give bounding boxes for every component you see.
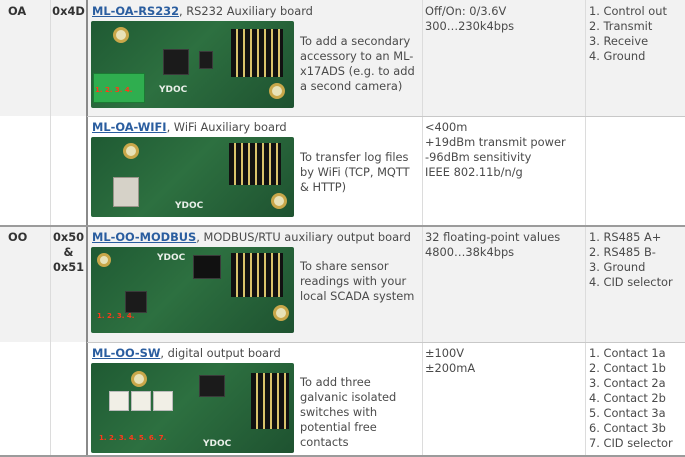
pin-item: 1. RS485 A+ — [589, 230, 662, 244]
column-divider — [50, 0, 51, 457]
mounting-hole — [271, 193, 287, 209]
row-divider — [87, 116, 685, 117]
pin-item: 3. Contact 2a — [589, 376, 666, 390]
pin-item: 4. Ground — [589, 49, 646, 63]
brand-text: YDOC — [175, 201, 204, 211]
spec-line: -96dBm sensitivity — [425, 150, 532, 164]
board-link[interactable]: ML-OO-MODBUS — [92, 230, 197, 244]
spec-list: ±100V ±200mA — [425, 346, 585, 376]
spec-line: IEEE 802.11b/n/g — [425, 165, 523, 179]
brand-text: YDOC — [203, 439, 232, 449]
spec-line: 300…230k4bps — [425, 19, 515, 33]
row-divider — [87, 342, 685, 343]
chip — [125, 291, 147, 313]
mounting-hole — [273, 305, 289, 321]
pin-list: 1. Contact 1a 2. Contact 1b 3. Contact 2… — [589, 346, 685, 451]
spec-line: +19dBm transmit power — [425, 135, 566, 149]
chip — [199, 51, 213, 69]
spec-list: <400m +19dBm transmit power -96dBm sensi… — [425, 120, 585, 180]
pin-item: 3. Ground — [589, 260, 646, 274]
mounting-hole — [113, 27, 129, 43]
board-description: To share sensor readings with your local… — [300, 259, 415, 303]
group-divider — [0, 455, 685, 457]
relay — [131, 391, 151, 411]
spec-line: 4800…38k4bps — [425, 245, 515, 259]
pin-item: 2. RS485 B- — [589, 245, 656, 259]
relay — [153, 391, 173, 411]
pin-header — [231, 253, 283, 297]
mounting-hole — [269, 83, 285, 99]
pin-marks: 1. 2. 3. 4. — [95, 86, 133, 94]
pin-item: 3. Receive — [589, 34, 649, 48]
spec-line: <400m — [425, 120, 468, 134]
pin-item: 4. CID selector — [589, 275, 673, 289]
pin-list: 1. Control out 2. Transmit 3. Receive 4.… — [589, 4, 685, 64]
pin-item: 7. CID selector — [589, 436, 673, 450]
board-photo-rs232: 1. 2. 3. 4. YDOC — [91, 21, 294, 108]
board-description: To add three galvanic isolated switches … — [300, 375, 397, 449]
group-code: OO — [8, 230, 28, 244]
wifi-module — [113, 177, 139, 207]
spec-line: ±200mA — [425, 361, 476, 375]
board-link[interactable]: ML-OO-SW — [92, 346, 161, 360]
pin-header — [231, 29, 283, 77]
board-description: To transfer log files by WiFi (TCP, MQTT… — [300, 150, 410, 194]
board-title: ML-OA-WIFI, WiFi Auxiliary board — [92, 120, 287, 135]
pin-item: 6. Contact 3b — [589, 421, 666, 435]
spec-line: ±100V — [425, 346, 465, 360]
board-title: ML-OO-SW, digital output board — [92, 346, 281, 361]
board-link[interactable]: ML-OA-RS232 — [92, 4, 179, 18]
board-description: To add a secondary accessory to an ML-x1… — [300, 34, 415, 93]
column-divider — [422, 0, 423, 457]
board-photo-sw: 1. 2. 3. 4. 5. 6. 7. YDOC — [91, 363, 294, 453]
chip — [163, 49, 189, 75]
pin-item: 1. Control out — [589, 4, 667, 18]
board-subtitle: , WiFi Auxiliary board — [166, 120, 287, 134]
chip — [199, 375, 225, 397]
pin-list: 1. RS485 A+ 2. RS485 B- 3. Ground 4. CID… — [589, 230, 685, 290]
pin-marks: 1. 2. 3. 4. 5. 6. 7. — [99, 434, 167, 442]
board-subtitle: , RS232 Auxiliary board — [179, 4, 313, 18]
board-title: ML-OO-MODBUS, MODBUS/RTU auxiliary outpu… — [92, 230, 411, 245]
pin-header — [229, 143, 281, 185]
spec-list: 32 floating-point values 4800…38k4bps — [425, 230, 585, 260]
mounting-hole — [97, 253, 111, 267]
group-address: 0x4D — [52, 4, 85, 18]
relay — [109, 391, 129, 411]
board-photo-wifi: YDOC — [91, 137, 294, 217]
pin-item: 2. Contact 1b — [589, 361, 666, 375]
board-subtitle: , MODBUS/RTU auxiliary output board — [196, 230, 411, 244]
pin-header — [251, 373, 289, 429]
spec-line: Off/On: 0/3.6V — [425, 4, 507, 18]
board-photo-modbus: 1. 2. 3. 4. YDOC — [91, 247, 294, 333]
pin-marks: 1. 2. 3. 4. — [97, 312, 135, 320]
pin-item: 1. Contact 1a — [589, 346, 666, 360]
chip — [193, 255, 221, 279]
pin-item: 4. Contact 2b — [589, 391, 666, 405]
column-divider — [86, 0, 88, 457]
pin-item: 2. Transmit — [589, 19, 653, 33]
group-address: 0x51 — [52, 260, 85, 274]
board-subtitle: , digital output board — [160, 346, 281, 360]
group-divider — [0, 225, 685, 227]
terminal-block — [93, 73, 145, 103]
brand-text: YDOC — [159, 85, 188, 95]
spec-line: 32 floating-point values — [425, 230, 561, 244]
pin-item: 5. Contact 3a — [589, 406, 666, 420]
mounting-hole — [131, 371, 147, 387]
spec-list: Off/On: 0/3.6V 300…230k4bps — [425, 4, 585, 34]
column-divider — [585, 0, 586, 457]
group-address: 0x50 — [52, 230, 85, 244]
group-address: & — [63, 245, 74, 259]
brand-text: YDOC — [157, 253, 186, 263]
board-link[interactable]: ML-OA-WIFI — [92, 120, 167, 134]
mounting-hole — [123, 143, 139, 159]
group-code: OA — [8, 4, 27, 18]
board-title: ML-OA-RS232, RS232 Auxiliary board — [92, 4, 313, 19]
